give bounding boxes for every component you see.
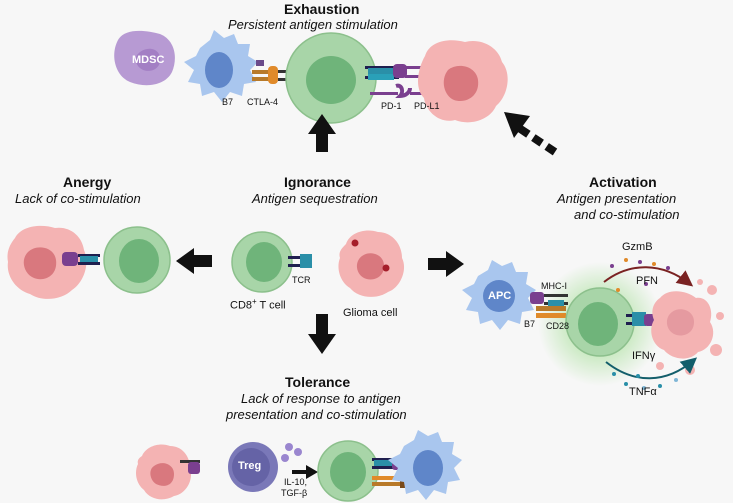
- arrow-ignorance-to-activation: [428, 251, 464, 277]
- tcell-tolerance: [317, 440, 379, 502]
- b7-label-exhaustion: B7: [222, 97, 234, 107]
- mdsc-cell: [114, 30, 175, 86]
- tcr-exhaustion: [365, 64, 431, 80]
- pfn-label: PFN: [636, 275, 658, 287]
- arrow-ignorance-to-anergy: [176, 248, 212, 274]
- apc-label: APC: [488, 290, 512, 302]
- tolerance-subtitle-1: Lack of response to antigen: [241, 391, 401, 406]
- b7-label-activation: B7: [524, 319, 536, 329]
- treg-cell: [228, 442, 278, 492]
- tcr-ignorance: [288, 254, 312, 268]
- treg-label: Treg: [238, 460, 262, 472]
- tcr-label: TCR: [292, 275, 311, 285]
- tcell-exhaustion: [285, 32, 377, 124]
- cytotoxic-granules-arrow: [603, 258, 694, 292]
- exhaustion-title: Exhaustion: [284, 1, 360, 17]
- anergy-subtitle: Lack of co-stimulation: [15, 191, 141, 206]
- cd28-label: CD28: [546, 321, 570, 331]
- activation-subtitle-2: and co-stimulation: [574, 207, 680, 222]
- cd8-sup: +: [252, 297, 257, 306]
- activation-subtitle-1: Antigen presentation: [557, 191, 677, 206]
- tolerance-subtitle-2: presentation and co-stimulation: [226, 407, 407, 422]
- apc-cell-exhaustion: [184, 30, 258, 102]
- ignorance-subtitle: Antigen sequestration: [252, 191, 378, 206]
- apc-cell-activation: [462, 260, 536, 330]
- apc-cell-tolerance: [388, 430, 462, 500]
- anergy-title: Anergy: [63, 174, 112, 190]
- tcell-anergy: [103, 226, 171, 294]
- arrow-activation-to-exhaustion: [504, 112, 558, 156]
- mdsc-label: MDSC: [132, 54, 165, 66]
- ignorance-title: Ignorance: [284, 174, 351, 190]
- cytokine-dots-tolerance: [281, 443, 302, 462]
- mhc-label: MHC-I: [541, 281, 567, 291]
- ctla4-label: CTLA-4: [247, 97, 279, 107]
- glioma-cell-anergy: [7, 225, 87, 299]
- activation-title: Activation: [589, 174, 657, 190]
- arrow-treg-to-tcell: [292, 465, 318, 479]
- cd8-text: CD8: [230, 299, 253, 312]
- tcell-ignorance: [231, 231, 293, 293]
- cd8-tcell-label: CD8+ T cell: [230, 297, 286, 312]
- glioma-cell-tolerance: [136, 444, 192, 500]
- ifng-label: IFNγ: [632, 350, 656, 362]
- lysed-glioma-cell: [651, 279, 724, 375]
- pd1-label: PD-1: [381, 101, 402, 111]
- tgfb-label: TGF-β: [281, 488, 308, 498]
- tcell-activation: [565, 287, 635, 357]
- mhc-tolerance: [180, 460, 200, 474]
- pdl1-label: PD-L1: [414, 101, 440, 111]
- glioma-cell-ignorance: [338, 230, 405, 297]
- exhaustion-subtitle: Persistent antigen stimulation: [228, 17, 398, 32]
- arrow-ignorance-to-exhaustion: [308, 114, 336, 152]
- tcr-mhc-anergy: [62, 252, 100, 266]
- il10-label: IL-10,: [284, 477, 308, 487]
- cytokine-arrow: [605, 357, 698, 390]
- arrow-ignorance-to-tolerance: [308, 314, 336, 354]
- costim-activation: [530, 292, 568, 318]
- gzmb-label: GzmB: [622, 241, 653, 253]
- glioma-cell-label: Glioma cell: [343, 307, 398, 319]
- glioma-cell-exhaustion: [417, 40, 508, 123]
- cd8-suffix: T cell: [256, 299, 286, 312]
- tnfa-label: TNFα: [629, 386, 657, 398]
- tolerance-title: Tolerance: [285, 374, 351, 390]
